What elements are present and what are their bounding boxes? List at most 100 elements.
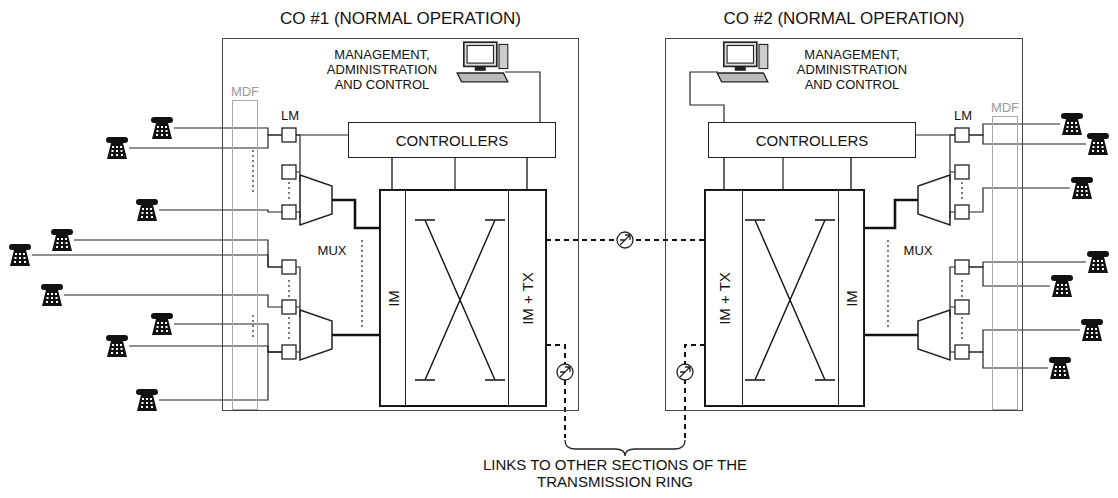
wire bbox=[505, 72, 540, 122]
mux-symbol bbox=[918, 310, 950, 360]
telephone-icon bbox=[51, 229, 73, 251]
switch-frame bbox=[705, 190, 864, 406]
subscriber-line bbox=[174, 324, 282, 352]
telephone-icon bbox=[106, 335, 128, 357]
office-heading: CO #2 (NORMAL OPERATION) bbox=[665, 5, 1023, 33]
interface-module: IM bbox=[380, 190, 406, 406]
transmission-symbols bbox=[557, 232, 693, 380]
telephone-icon bbox=[1081, 319, 1103, 341]
control-line bbox=[850, 158, 851, 190]
interface-module: IM bbox=[838, 190, 864, 406]
line-module bbox=[282, 205, 296, 219]
subscriber-line bbox=[969, 135, 1086, 144]
line-module bbox=[955, 300, 969, 314]
telephone-set bbox=[9, 113, 1109, 411]
trunk bbox=[332, 334, 380, 337]
office-heading: CO #1 (NORMAL OPERATION) bbox=[222, 5, 579, 33]
line-module bbox=[955, 128, 969, 142]
box-label: CONTROLLERS bbox=[396, 132, 509, 149]
bracket bbox=[565, 440, 685, 456]
subscriber-line bbox=[969, 330, 1080, 352]
wire bbox=[296, 134, 348, 135]
trunk bbox=[864, 334, 918, 337]
telephone-icon bbox=[9, 244, 31, 266]
telephone-icon bbox=[136, 389, 158, 411]
module-label: IM bbox=[384, 290, 401, 307]
line-module bbox=[955, 345, 969, 359]
module-label: IM + TX bbox=[519, 272, 536, 325]
subscriber-line bbox=[129, 135, 282, 148]
telephone-icon bbox=[136, 199, 158, 221]
subscriber-line bbox=[969, 267, 1050, 286]
subscriber-line bbox=[969, 124, 1060, 135]
subscriber-line bbox=[969, 262, 1086, 267]
wire bbox=[455, 158, 783, 190]
wire bbox=[296, 267, 300, 352]
trunk bbox=[332, 200, 380, 228]
telephone-icon bbox=[1061, 113, 1083, 135]
switch-matrix bbox=[380, 190, 864, 406]
subscriber-line bbox=[969, 352, 1048, 368]
subscriber-line bbox=[159, 210, 282, 212]
telephone-icon bbox=[1087, 133, 1109, 155]
wire bbox=[916, 134, 955, 135]
subscriber-line bbox=[32, 255, 282, 267]
main-distribution-frame: MDF bbox=[229, 84, 261, 410]
text-label: LM bbox=[279, 109, 301, 124]
line-module bbox=[955, 205, 969, 219]
line-module bbox=[282, 128, 296, 142]
control-line bbox=[391, 158, 392, 190]
interface-module: IM + TX bbox=[705, 190, 743, 406]
telephone-icon bbox=[1049, 357, 1071, 379]
text-label: LINKS TO OTHER SECTIONS OF THE TRANSMISS… bbox=[470, 456, 760, 491]
trunk bbox=[864, 200, 918, 228]
text-label: LM bbox=[952, 109, 974, 124]
line-module bbox=[282, 260, 296, 274]
subscriber-line bbox=[129, 346, 282, 352]
line-module bbox=[955, 165, 969, 179]
text-label: MUX bbox=[898, 244, 938, 259]
computer-icon bbox=[457, 42, 508, 82]
wire bbox=[950, 267, 955, 352]
line-module bbox=[955, 260, 969, 274]
box-label: CONTROLLERS bbox=[756, 132, 869, 149]
mdf-label: MDF bbox=[979, 100, 1031, 115]
telephone-icon bbox=[106, 137, 128, 159]
controller-box: CONTROLLERS bbox=[348, 122, 556, 158]
transmission-symbol bbox=[617, 232, 633, 248]
switch-frame bbox=[380, 190, 546, 406]
subscriber-line bbox=[969, 188, 1070, 212]
telephone-icon bbox=[1051, 275, 1073, 297]
dotted-line bbox=[289, 182, 362, 342]
transmission-symbol bbox=[677, 364, 693, 380]
switch-cross bbox=[745, 220, 835, 380]
module-label: IM bbox=[842, 290, 859, 307]
subscriber-line bbox=[64, 295, 282, 307]
switch-cross bbox=[415, 220, 505, 380]
text-label: MANAGEMENT, ADMINISTRATION AND CONTROL bbox=[316, 48, 448, 93]
control-line bbox=[723, 158, 724, 190]
line-module bbox=[282, 300, 296, 314]
frame-outline bbox=[232, 100, 258, 410]
wire bbox=[296, 135, 300, 218]
main-distribution-frame: MDF bbox=[989, 100, 1021, 410]
ring-links bbox=[546, 345, 705, 438]
subscriber-line bbox=[174, 128, 282, 135]
line-module bbox=[282, 345, 296, 359]
ring-link bbox=[685, 345, 705, 438]
mux-symbol bbox=[918, 175, 950, 225]
computer-icon bbox=[717, 42, 768, 82]
telephone-icon bbox=[41, 284, 63, 306]
subscriber-line bbox=[159, 352, 282, 400]
dotted-line bbox=[888, 182, 962, 342]
module-label: IM + TX bbox=[716, 272, 733, 325]
mux-symbol bbox=[300, 310, 332, 360]
subscriber-line bbox=[74, 240, 282, 267]
control-line bbox=[526, 158, 527, 190]
mux-symbol bbox=[300, 175, 332, 225]
interface-module: IM + TX bbox=[508, 190, 546, 406]
telephone-icon bbox=[1087, 251, 1109, 273]
text-label: MUX bbox=[312, 244, 352, 259]
